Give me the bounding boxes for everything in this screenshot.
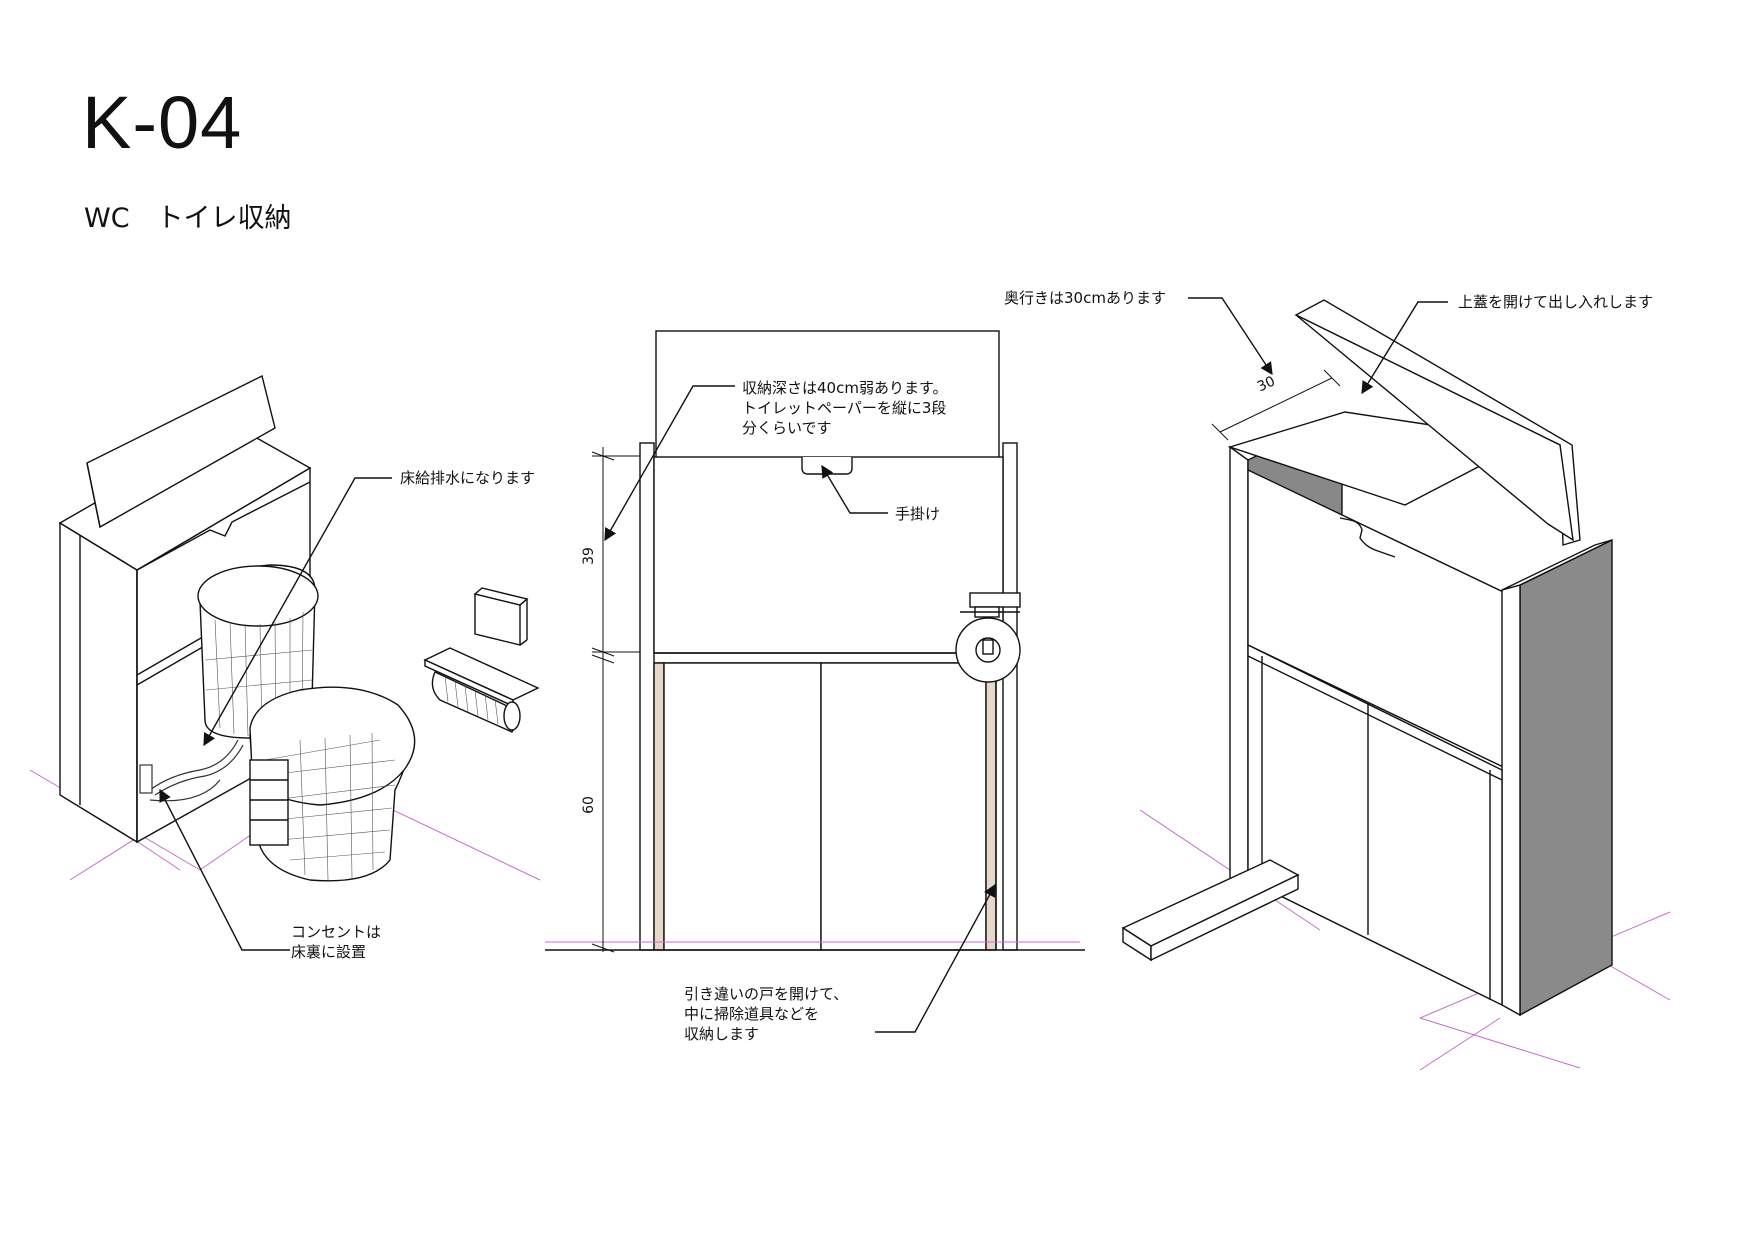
- floor-slab: [1121, 859, 1300, 962]
- leader-sliding-doors: [875, 883, 996, 1033]
- hand-grip-iso: [1339, 517, 1396, 558]
- sliding-doors: [653, 662, 997, 951]
- leader-outlet: [159, 788, 290, 951]
- leader-floor-drain: [203, 477, 392, 747]
- hand-grip: [801, 457, 853, 475]
- upper-box: [653, 456, 1004, 654]
- drawing-code: K-04: [82, 81, 243, 164]
- left-post: [639, 442, 655, 951]
- leader-depth-30: [1188, 297, 1273, 376]
- dim-upper-39: 39: [581, 547, 597, 565]
- note-lid: 上蓋を開けて出し入れします: [1458, 293, 1654, 311]
- opened-lid: [655, 330, 1000, 460]
- note-floor-drain: 床給排水になります: [400, 469, 536, 487]
- note-sliding-doors: 引き違いの戸を開けて、 中に掃除道具などを 収納します: [684, 985, 849, 1043]
- note-depth: 収納深さは40cm弱あります。 トイレットペーパーを縦に3段 分くらいです: [742, 379, 948, 437]
- wall-remote: [473, 587, 529, 646]
- center-elevation-view: [545, 330, 1085, 1033]
- height-dimension: [591, 447, 640, 953]
- paper-holder-elevation: [955, 592, 1021, 683]
- note-depth-30: 奥行きは30cmあります: [1004, 289, 1166, 307]
- note-outlet: コンセントは 床裏に設置: [291, 923, 382, 961]
- depth-dimension: [1211, 369, 1341, 441]
- leader-depth: [604, 385, 735, 542]
- leader-handle: [821, 464, 888, 514]
- right-post: [1002, 442, 1018, 951]
- toilet-bowl: [249, 686, 416, 882]
- water-pipes: [139, 739, 244, 802]
- dim-lower-60: 60: [581, 796, 597, 814]
- lower-doors: [1247, 643, 1503, 1007]
- left-isometric-view: [29, 374, 541, 951]
- leader-lid: [1361, 301, 1448, 395]
- right-isometric-view: [1121, 297, 1671, 1071]
- paper-holder-iso: [423, 647, 540, 733]
- right-shaded-side: [1519, 538, 1613, 1017]
- dim-depth-30: 30: [1255, 373, 1278, 395]
- drawing-subtitle: WC トイレ収納: [84, 203, 292, 234]
- note-handle: 手掛け: [895, 505, 941, 523]
